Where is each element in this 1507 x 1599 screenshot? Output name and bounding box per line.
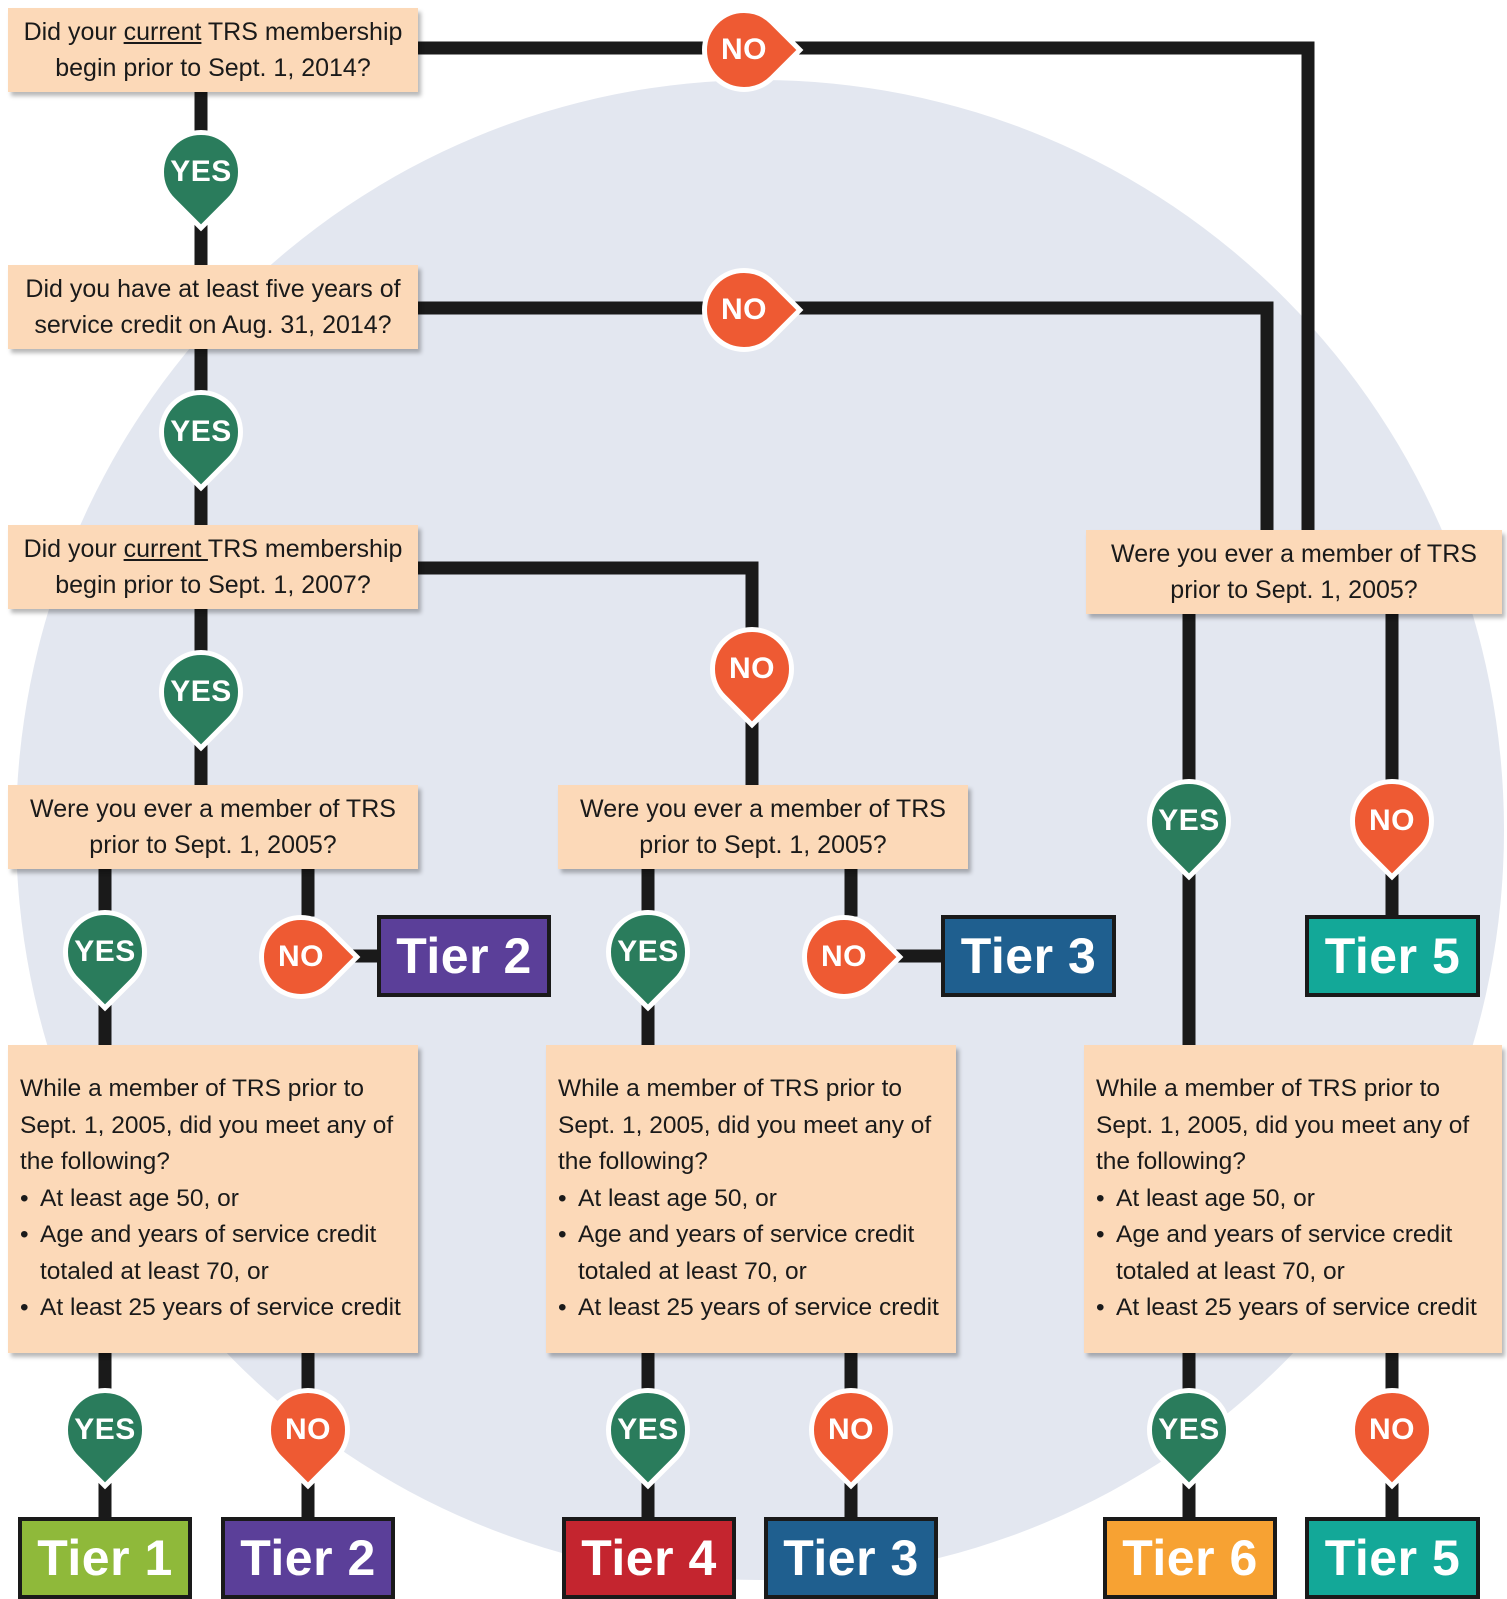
yes-pin-q2: YES	[141, 372, 261, 492]
tier-4-badge: Tier 4	[562, 1517, 736, 1599]
criteria-item: Age and years of service credit totaled …	[558, 1217, 946, 1290]
question-4c-box: Were you ever a member of TRS prior to S…	[1086, 530, 1502, 614]
yes-pin-q4c: YES	[1129, 761, 1249, 881]
question-2-box: Did you have at least five years of serv…	[8, 265, 418, 349]
yes-pin-criteria-middle: YES	[588, 1370, 708, 1490]
question-2-text: Did you have at least five years of serv…	[25, 275, 401, 339]
yes-pin-criteria-left: YES	[45, 1370, 165, 1490]
tier-3-badge: Tier 3	[941, 915, 1116, 997]
tier-5-badge: Tier 5	[1305, 1517, 1480, 1599]
question-4b-box: Were you ever a member of TRS prior to S…	[558, 785, 968, 869]
question-4a-box: Were you ever a member of TRS prior to S…	[8, 785, 418, 869]
criteria-item: At least age 50, or	[1096, 1181, 1492, 1218]
tier-6-badge: Tier 6	[1103, 1517, 1277, 1599]
criteria-item: At least 25 years of service credit	[1096, 1290, 1492, 1327]
tier-2-badge: Tier 2	[377, 915, 551, 997]
yes-pin-q3: YES	[141, 632, 261, 752]
criteria-intro: While a member of TRS prior to Sept. 1, …	[20, 1075, 394, 1175]
criteria-item: At least age 50, or	[558, 1181, 946, 1218]
yes-pin-criteria-right: YES	[1129, 1370, 1249, 1490]
criteria-box-left: While a member of TRS prior to Sept. 1, …	[8, 1045, 418, 1353]
criteria-box-middle: While a member of TRS prior to Sept. 1, …	[546, 1045, 956, 1353]
criteria-list: At least age 50, or Age and years of ser…	[20, 1181, 408, 1327]
criteria-item: Age and years of service credit totaled …	[1096, 1217, 1492, 1290]
question-1-text: Did your current TRS membership begin pr…	[23, 18, 403, 82]
question-3-box: Did your current TRS membership begin pr…	[8, 525, 418, 609]
no-pin-q2: NO	[684, 250, 804, 370]
question-4a-text: Were you ever a member of TRS prior to S…	[30, 795, 396, 859]
criteria-intro: While a member of TRS prior to Sept. 1, …	[558, 1075, 932, 1175]
no-pin-criteria-right: NO	[1332, 1370, 1452, 1490]
question-4b-text: Were you ever a member of TRS prior to S…	[580, 795, 946, 859]
question-3-text: Did your current TRS membership begin pr…	[23, 535, 403, 599]
line-q3-no	[403, 561, 759, 797]
no-pin-criteria-left: NO	[248, 1370, 368, 1490]
tier-1-badge: Tier 1	[18, 1517, 192, 1599]
no-pin-q3: NO	[692, 609, 812, 729]
criteria-list: At least age 50, or Age and years of ser…	[1096, 1181, 1492, 1327]
criteria-intro: While a member of TRS prior to Sept. 1, …	[1096, 1075, 1470, 1175]
tier-5-badge: Tier 5	[1305, 915, 1480, 997]
no-pin-q4c: NO	[1332, 761, 1452, 881]
question-1-box: Did your current TRS membership begin pr…	[8, 8, 418, 92]
criteria-item: At least 25 years of service credit	[20, 1290, 408, 1327]
line-q2-no	[403, 301, 1274, 542]
criteria-item: At least 25 years of service credit	[558, 1290, 946, 1327]
yes-pin-q4b: YES	[588, 892, 708, 1012]
tier-3-badge: Tier 3	[764, 1517, 938, 1599]
yes-pin-q1: YES	[141, 112, 261, 232]
no-pin-q4a: NO	[241, 897, 361, 1017]
question-4c-text: Were you ever a member of TRS prior to S…	[1111, 540, 1477, 604]
criteria-box-right: While a member of TRS prior to Sept. 1, …	[1084, 1045, 1502, 1353]
criteria-list: At least age 50, or Age and years of ser…	[558, 1181, 946, 1327]
tier-2-badge: Tier 2	[221, 1517, 395, 1599]
no-pin-q1: NO	[684, 0, 804, 110]
line-q1-no	[403, 41, 1315, 542]
criteria-item: Age and years of service credit totaled …	[20, 1217, 408, 1290]
no-pin-criteria-middle: NO	[791, 1370, 911, 1490]
no-pin-q4b: NO	[784, 897, 904, 1017]
criteria-item: At least age 50, or	[20, 1181, 408, 1218]
yes-pin-q4a: YES	[45, 892, 165, 1012]
